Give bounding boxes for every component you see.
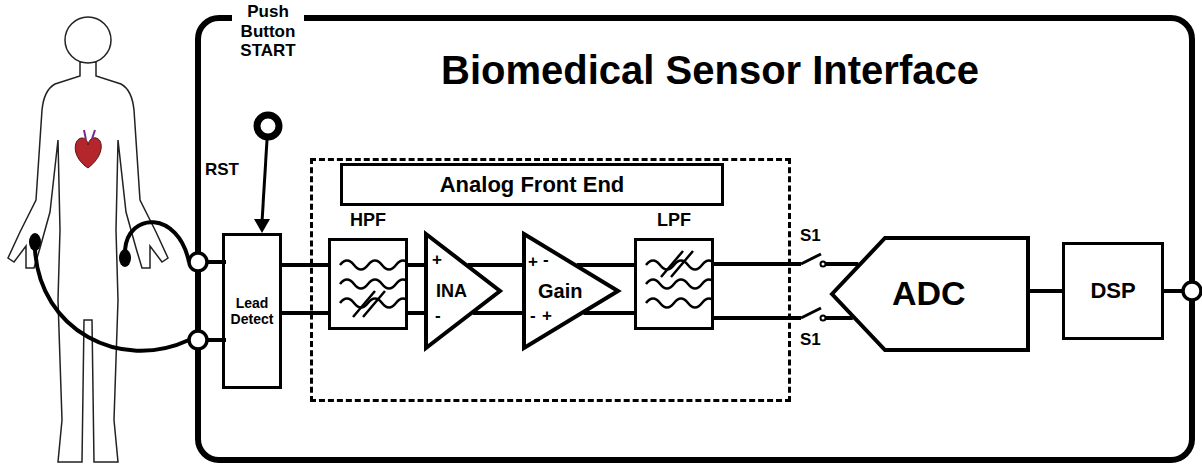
switch-lever (801, 308, 821, 318)
dsp-box: DSP (1062, 242, 1164, 340)
signal-wire (408, 265, 424, 313)
blood-vessel (84, 130, 95, 140)
wire (1162, 289, 1184, 293)
wire-segment (1030, 289, 1062, 293)
button-label: Push Button START (232, 2, 304, 61)
wave-stroke (340, 280, 405, 289)
wire-segment (282, 263, 328, 267)
lead-wire (35, 250, 189, 351)
block-label: Lead Detect (227, 295, 277, 327)
signal-wire (282, 265, 328, 313)
amplifier-symbol (426, 234, 500, 348)
filter-symbol (637, 241, 711, 327)
switch-contact (821, 262, 826, 267)
lead-detect-box: Lead Detect (222, 233, 282, 389)
switch-name: S1 (800, 226, 821, 246)
wire-segment (408, 311, 424, 315)
output-terminal (1183, 282, 1201, 300)
polarity-sign: - (543, 250, 549, 270)
heart (75, 138, 101, 168)
polarity-sign: + (432, 250, 442, 270)
wire-segment (714, 316, 853, 320)
block-label: Analog Front End (340, 163, 724, 206)
lead-wire (125, 222, 189, 262)
wire-segment (468, 263, 522, 267)
adc-symbol (832, 238, 1028, 350)
amplifier-triangle: Gain (522, 232, 620, 350)
human-head (65, 17, 111, 63)
block-label: Gain (538, 280, 582, 303)
input-terminal (189, 331, 207, 349)
filter-box: LPF (634, 238, 714, 330)
input-terminal (189, 253, 207, 271)
adc-block: ADC (830, 236, 1030, 352)
signal-name: RST (205, 160, 239, 180)
signal-wire (1030, 291, 1062, 292)
polarity-sign: - (530, 306, 536, 326)
polarity-sign: + (542, 306, 552, 326)
filter-box: HPF (328, 238, 408, 330)
switch-contact (821, 316, 826, 321)
wave-stroke (646, 299, 711, 308)
wire-segment (473, 311, 522, 315)
block-label: LPF (627, 210, 721, 231)
housing-box: Lead Detect HPF INA Gain LPF Analog Front End… (195, 15, 1195, 463)
amplifier-triangle: INA (424, 232, 502, 350)
filter-symbol (331, 241, 405, 327)
block-label: INA (436, 281, 467, 302)
switch-name: S1 (800, 330, 821, 350)
wire-segment (714, 262, 858, 266)
diagram-title: Biomedical Sensor Interface (201, 47, 1189, 93)
electrode (29, 233, 41, 251)
block-label: HPF (321, 210, 415, 231)
wire-segment (282, 311, 328, 315)
wave-stroke (646, 280, 711, 289)
block-label: ADC (892, 274, 966, 313)
wire-segment (408, 263, 424, 267)
wire-segment (583, 311, 634, 315)
amplifier-symbol (524, 234, 618, 348)
block-label: DSP (1090, 278, 1135, 303)
polarity-sign: + (528, 252, 538, 272)
slash-stroke (353, 291, 385, 317)
reset-arrow (262, 140, 267, 222)
slash-stroke (661, 251, 693, 277)
reset-arrowhead (254, 219, 270, 233)
analog-front-end-region: HPF INA Gain LPF Analog Front End (310, 158, 791, 402)
electrode (119, 249, 131, 267)
human-silhouette (8, 62, 168, 462)
push-button (257, 115, 279, 137)
polarity-sign: - (435, 306, 441, 326)
wave-stroke (340, 261, 405, 270)
wire-segment (577, 263, 634, 267)
switch-lever (801, 254, 821, 264)
